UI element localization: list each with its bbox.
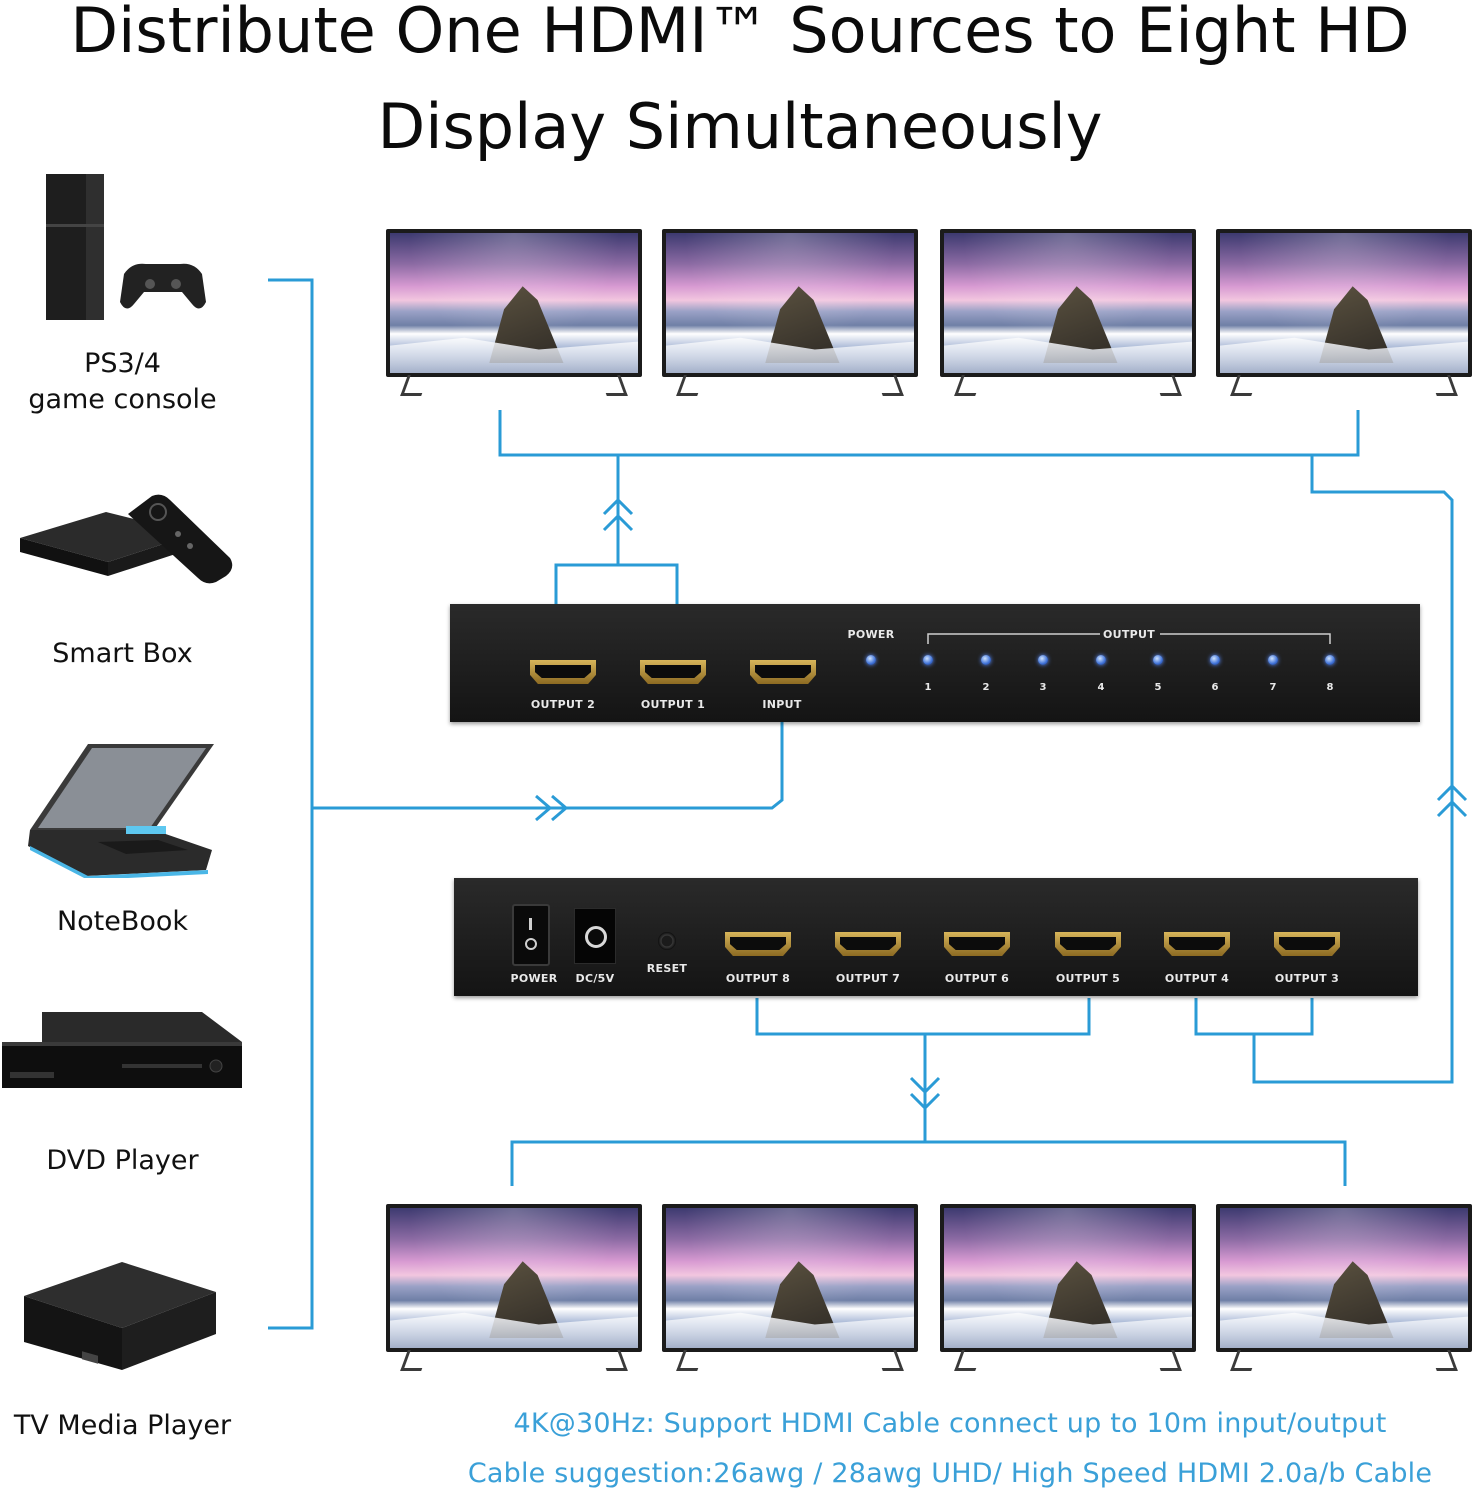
led-number-8: 8	[1326, 682, 1334, 693]
output-led-label: OUTPUT	[1102, 628, 1156, 641]
led-number-7: 7	[1269, 682, 1277, 693]
device-label-game-console: PS3/4 game console	[28, 348, 217, 415]
title-line-1: Distribute One HDMI™ Sources to Eight HD	[70, 0, 1410, 67]
port-label-output-3: OUTPUT 3	[1274, 972, 1340, 985]
output-led-3	[1038, 655, 1048, 665]
power-led-label: POWER	[847, 628, 895, 641]
device-label-media-player: TV Media Player	[13, 1410, 232, 1441]
tv-display	[940, 229, 1196, 396]
reset-button	[658, 932, 676, 950]
tv-display	[386, 1204, 642, 1371]
port-label-output-2: OUTPUT 2	[530, 698, 596, 711]
port-label-output-4: OUTPUT 4	[1164, 972, 1230, 985]
output-led-7	[1268, 655, 1278, 665]
hdmi-port-output-8	[725, 932, 791, 956]
output-led-2	[981, 655, 991, 665]
port-label-output-1: OUTPUT 1	[640, 698, 706, 711]
note-line-1: 4K@30Hz: Support HDMI Cable connect up t…	[513, 1408, 1387, 1439]
port-label-output-5: OUTPUT 5	[1055, 972, 1121, 985]
led-number-3: 3	[1039, 682, 1047, 693]
reset-label: RESET	[646, 962, 688, 975]
media-player-icon	[22, 1260, 218, 1372]
tv-display	[1216, 229, 1472, 396]
led-number-4: 4	[1097, 682, 1105, 693]
output-led-5	[1153, 655, 1163, 665]
port-label-output-8: OUTPUT 8	[725, 972, 791, 985]
led-number-5: 5	[1154, 682, 1162, 693]
hdmi-port-output-3	[1274, 932, 1340, 956]
hdmi-port-output-2	[530, 660, 596, 684]
dc-jack-label: DC/5V	[575, 972, 615, 985]
tv-display	[940, 1204, 1196, 1371]
port-label-output-6: OUTPUT 6	[944, 972, 1010, 985]
tv-display	[1216, 1204, 1472, 1371]
led-number-2: 2	[982, 682, 990, 693]
power-led	[866, 655, 876, 665]
dc-jack	[574, 908, 616, 964]
hdmi-port-output-4	[1164, 932, 1230, 956]
output-led-4	[1096, 655, 1106, 665]
output-led-8	[1325, 655, 1335, 665]
device-label-notebook: NoteBook	[56, 906, 189, 937]
port-label-input: INPUT	[762, 698, 802, 711]
output-bracket	[927, 633, 1331, 644]
led-number-1: 1	[924, 682, 932, 693]
tv-display	[662, 229, 918, 396]
hdmi-port-input	[750, 660, 816, 684]
tv-display	[386, 229, 642, 396]
power-switch	[512, 904, 550, 966]
port-label-output-7: OUTPUT 7	[835, 972, 901, 985]
device-label-smart-box: Smart Box	[52, 638, 193, 669]
device-label-dvd-player: DVD Player	[46, 1145, 199, 1176]
hdmi-port-output-6	[944, 932, 1010, 956]
hdmi-port-output-5	[1055, 932, 1121, 956]
led-number-6: 6	[1211, 682, 1219, 693]
laptop-icon	[28, 742, 214, 880]
hdmi-port-output-7	[835, 932, 901, 956]
game-console-icon	[38, 172, 208, 324]
splitter-front-panel: OUTPUT 2 OUTPUT 1 INPUT POWER OUTPUT 1 2…	[450, 604, 1420, 722]
title-line-2: Display Simultaneously	[377, 90, 1103, 163]
hdmi-port-output-1	[640, 660, 706, 684]
note-line-2: Cable suggestion:26awg / 28awg UHD/ High…	[467, 1458, 1433, 1489]
dvd-player-icon	[2, 1010, 244, 1090]
tv-display	[662, 1204, 918, 1371]
smart-box-icon	[18, 492, 234, 584]
splitter-back-panel: POWER DC/5V RESET OUTPUT 8 OUTPUT 7 OUTP…	[454, 878, 1418, 996]
power-switch-label: POWER	[510, 972, 558, 985]
output-led-6	[1210, 655, 1220, 665]
output-led-1	[923, 655, 933, 665]
